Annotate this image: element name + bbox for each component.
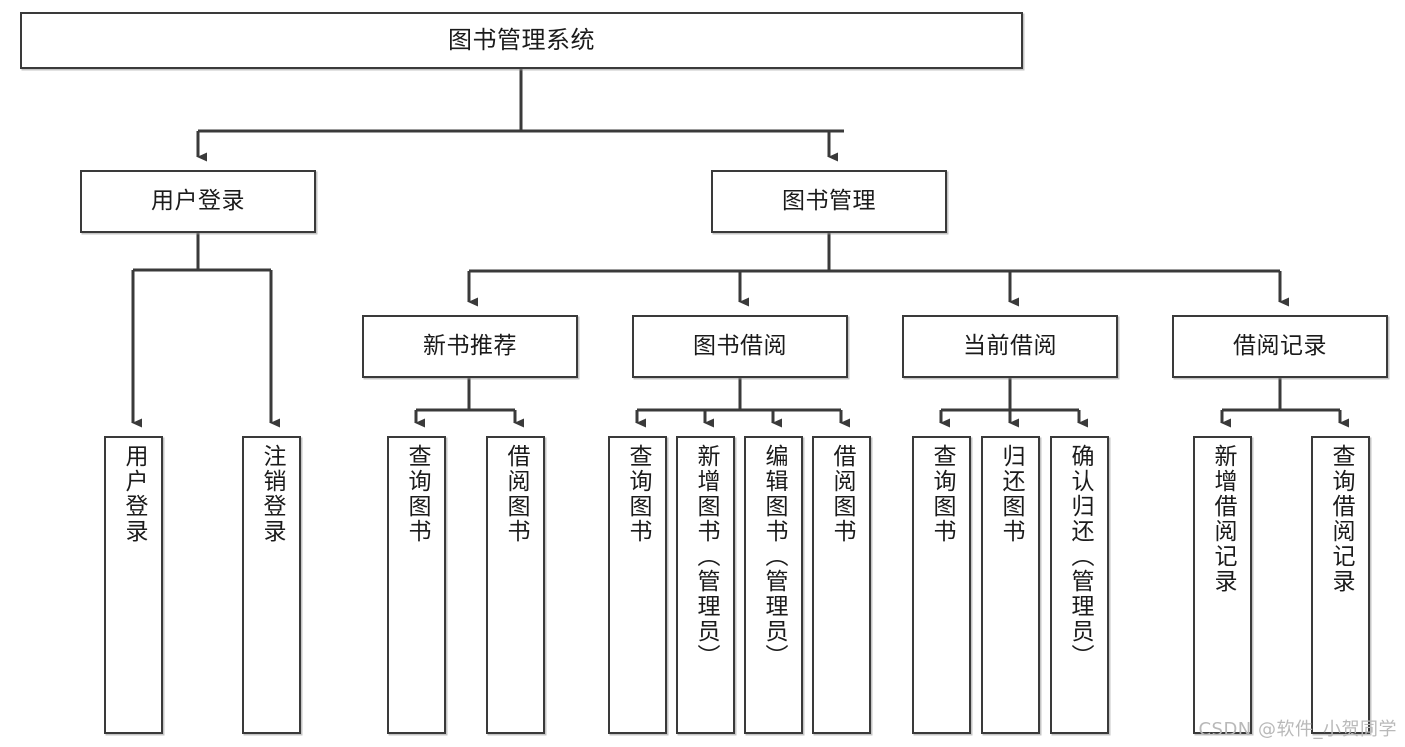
leaf-book-borrow-borrow[interactable]: 借阅图书 bbox=[812, 436, 871, 734]
node-borrow-record[interactable]: 借阅记录 bbox=[1172, 315, 1388, 378]
leaf-book-borrow-borrow-label: 借阅图书 bbox=[829, 444, 855, 544]
node-current-borrow-label: 当前借阅 bbox=[963, 333, 1057, 360]
node-user-login-label: 用户登录 bbox=[151, 188, 245, 215]
leaf-new-book-query-label: 查询图书 bbox=[404, 444, 430, 544]
leaf-user-login-logout-label: 注销登录 bbox=[259, 444, 285, 544]
leaf-new-book-query[interactable]: 查询图书 bbox=[387, 436, 446, 734]
node-borrow-record-label: 借阅记录 bbox=[1233, 333, 1327, 360]
node-book-management-label: 图书管理 bbox=[782, 188, 876, 215]
leaf-borrow-record-query-label: 查询借阅记录 bbox=[1328, 444, 1354, 594]
leaf-borrow-record-add-label: 新增借阅记录 bbox=[1210, 444, 1236, 594]
csdn-watermark: CSDN @软件_小贺同学 bbox=[1198, 719, 1397, 740]
leaf-book-borrow-add-label: 新增图书（管理员） bbox=[693, 444, 719, 669]
node-new-book-recommend-label: 新书推荐 bbox=[423, 333, 517, 360]
leaf-borrow-record-query[interactable]: 查询借阅记录 bbox=[1311, 436, 1370, 734]
leaf-book-borrow-edit-label: 编辑图书（管理员） bbox=[761, 444, 787, 669]
leaf-user-login-login[interactable]: 用户登录 bbox=[104, 436, 163, 734]
leaf-book-borrow-edit[interactable]: 编辑图书（管理员） bbox=[744, 436, 803, 734]
leaf-new-book-borrow-label: 借阅图书 bbox=[503, 444, 529, 544]
leaf-borrow-record-add[interactable]: 新增借阅记录 bbox=[1193, 436, 1252, 734]
node-user-login[interactable]: 用户登录 bbox=[80, 170, 316, 233]
node-book-borrow[interactable]: 图书借阅 bbox=[632, 315, 848, 378]
leaf-current-borrow-confirm-return[interactable]: 确认归还（管理员） bbox=[1050, 436, 1109, 734]
leaf-user-login-logout[interactable]: 注销登录 bbox=[242, 436, 301, 734]
node-current-borrow[interactable]: 当前借阅 bbox=[902, 315, 1118, 378]
leaf-current-borrow-return[interactable]: 归还图书 bbox=[981, 436, 1040, 734]
leaf-current-borrow-query-label: 查询图书 bbox=[929, 444, 955, 544]
leaf-current-borrow-return-label: 归还图书 bbox=[998, 444, 1024, 544]
leaf-book-borrow-add[interactable]: 新增图书（管理员） bbox=[676, 436, 735, 734]
node-root-system[interactable]: 图书管理系统 bbox=[20, 12, 1023, 69]
node-book-management[interactable]: 图书管理 bbox=[711, 170, 947, 233]
leaf-book-borrow-query-label: 查询图书 bbox=[625, 444, 651, 544]
leaf-new-book-borrow[interactable]: 借阅图书 bbox=[486, 436, 545, 734]
leaf-book-borrow-query[interactable]: 查询图书 bbox=[608, 436, 667, 734]
node-book-borrow-label: 图书借阅 bbox=[693, 333, 787, 360]
node-new-book-recommend[interactable]: 新书推荐 bbox=[362, 315, 578, 378]
leaf-user-login-login-label: 用户登录 bbox=[121, 444, 147, 544]
node-root-system-label: 图书管理系统 bbox=[448, 25, 595, 54]
leaf-current-borrow-query[interactable]: 查询图书 bbox=[912, 436, 971, 734]
leaf-current-borrow-confirm-return-label: 确认归还（管理员） bbox=[1067, 444, 1093, 669]
